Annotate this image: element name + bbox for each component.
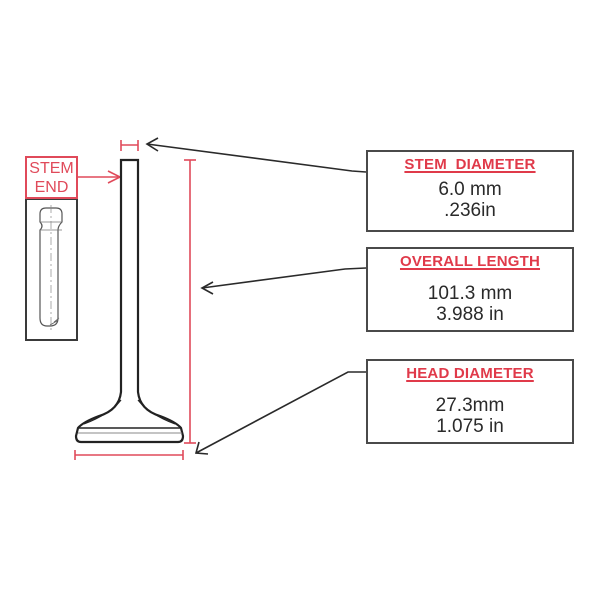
overall-length-dimension [184, 159, 196, 444]
stem-diameter-imperial: .236in [444, 200, 496, 221]
head-diameter-dimension [74, 450, 184, 460]
head-diameter-title: HEAD DIAMETER [406, 365, 534, 382]
stem-end-label: STEM END [25, 156, 78, 199]
stem-diameter-title: STEM DIAMETER [404, 156, 536, 173]
overall-length-metric: 101.3 mm [427, 283, 513, 304]
stem-diameter-metric: 6.0 mm [438, 179, 502, 200]
leader-arrow-head-diameter [194, 371, 366, 455]
leader-arrow-overall-length [200, 267, 367, 295]
stem-diameter-dimension [120, 140, 139, 151]
overall-length-imperial: 3.988 in [436, 304, 504, 325]
overall-length-spec-box: OVERALL LENGTH 101.3 mm 3.988 in [366, 247, 574, 332]
overall-length-title: OVERALL LENGTH [399, 253, 541, 270]
stem-end-detail [25, 198, 78, 341]
stem-end-label-line-2: END [34, 179, 69, 196]
head-diameter-imperial: 1.075 in [436, 416, 504, 437]
stem-end-label-line-1: STEM [29, 160, 74, 177]
leader-arrow-stem-diameter [145, 137, 367, 173]
head-diameter-metric: 27.3mm [435, 395, 505, 416]
head-diameter-spec-box: HEAD DIAMETER 27.3mm 1.075 in [366, 359, 574, 444]
stem-diameter-spec-box: STEM DIAMETER 6.0 mm .236in [366, 150, 574, 232]
valve-outline [74, 158, 185, 444]
